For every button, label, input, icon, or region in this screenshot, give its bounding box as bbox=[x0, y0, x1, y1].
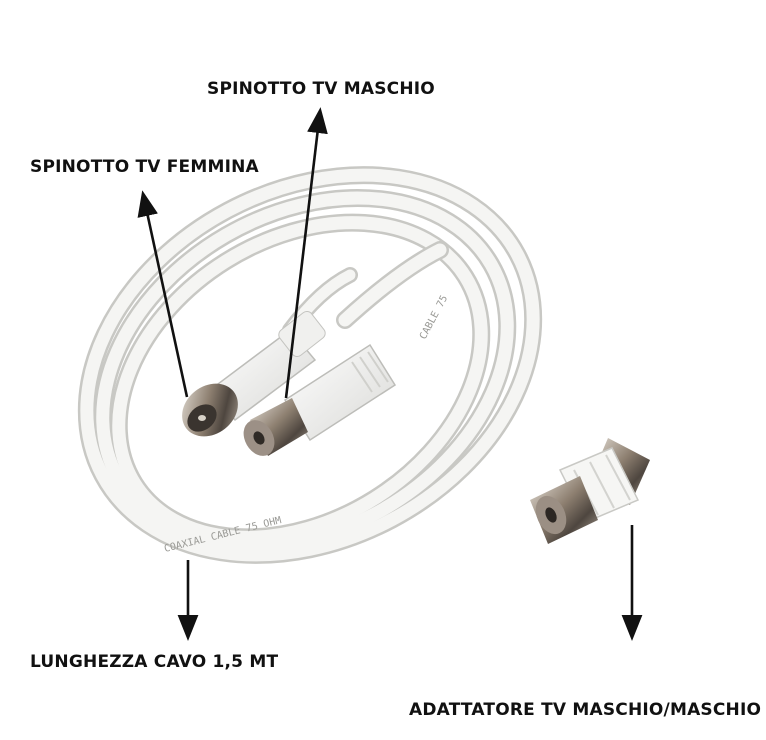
arrow-female-plug bbox=[137, 190, 189, 398]
male-tv-plug bbox=[243, 343, 397, 456]
female-tv-plug bbox=[182, 311, 326, 437]
male-plug-label: SPINOTTO TV MASCHIO bbox=[207, 79, 435, 99]
annotation-arrows bbox=[137, 107, 643, 641]
male-male-adapter bbox=[530, 438, 650, 544]
cable-print-upper: CABLE 75 bbox=[418, 294, 450, 342]
cable-length-label: LUNGHEZZA CAVO 1,5 MT bbox=[30, 652, 279, 672]
female-plug-label: SPINOTTO TV FEMMINA bbox=[30, 157, 259, 177]
arrow-male-plug bbox=[284, 107, 328, 399]
adapter-label: ADATTATORE TV MASCHIO/MASCHIO bbox=[409, 700, 762, 720]
coaxial-cable-coil bbox=[77, 166, 543, 564]
